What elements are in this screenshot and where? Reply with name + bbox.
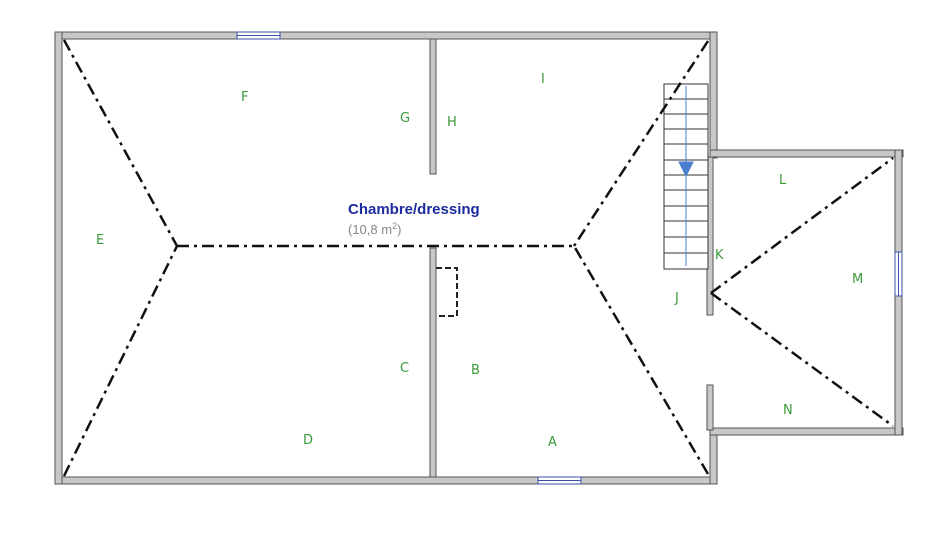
wall-annex-top xyxy=(709,149,904,158)
wall-left xyxy=(54,31,63,485)
label-b: B xyxy=(471,363,480,378)
room-area-exponent: 2 xyxy=(392,221,397,231)
roof-hip-top-right xyxy=(572,40,710,247)
label-d: D xyxy=(303,433,313,448)
wall-annex-stub xyxy=(706,384,714,431)
wall-annex-bottom xyxy=(709,427,904,436)
label-n: N xyxy=(783,403,793,418)
annex-hip-bottom xyxy=(710,291,894,428)
label-l: L xyxy=(779,173,787,188)
wall-bottom xyxy=(54,476,718,485)
arrow-down-icon xyxy=(678,161,694,178)
room-title: Chambre/dressing xyxy=(348,201,480,218)
wall-right-upper xyxy=(709,31,718,159)
room-area-close: ) xyxy=(397,222,401,237)
staircase xyxy=(663,83,709,270)
label-e: E xyxy=(96,233,104,248)
room-area-value: (10,8 m xyxy=(348,222,392,237)
exterior-walls xyxy=(54,31,904,485)
windows xyxy=(236,31,903,485)
roof-hip-top-left xyxy=(62,39,179,247)
wall-top xyxy=(54,31,718,40)
label-i: I xyxy=(541,72,545,87)
label-k: K xyxy=(715,248,724,263)
wall-labels: A B C D E F G H I J K L M N xyxy=(96,72,863,450)
label-h: H xyxy=(447,115,457,130)
label-f: F xyxy=(241,90,248,105)
interior-walls xyxy=(429,38,714,478)
wall-center-lower xyxy=(429,247,437,478)
door-icon xyxy=(436,267,458,317)
wall-right-lower xyxy=(709,427,718,485)
label-a: A xyxy=(548,435,557,450)
roof-hip-bottom-right xyxy=(572,245,710,475)
annex-hip-top xyxy=(710,156,894,295)
wall-annex-right-upper xyxy=(894,149,903,253)
label-c: C xyxy=(400,361,409,376)
room-area: (10,8 m2) xyxy=(348,221,401,237)
roof-lines xyxy=(62,39,894,477)
roof-hip-bottom-left xyxy=(62,245,179,477)
wall-annex-right-lower xyxy=(894,295,903,436)
label-g: G xyxy=(400,111,410,126)
label-m: M xyxy=(852,272,863,287)
wall-center-upper xyxy=(429,38,437,175)
label-j: J xyxy=(674,291,679,306)
